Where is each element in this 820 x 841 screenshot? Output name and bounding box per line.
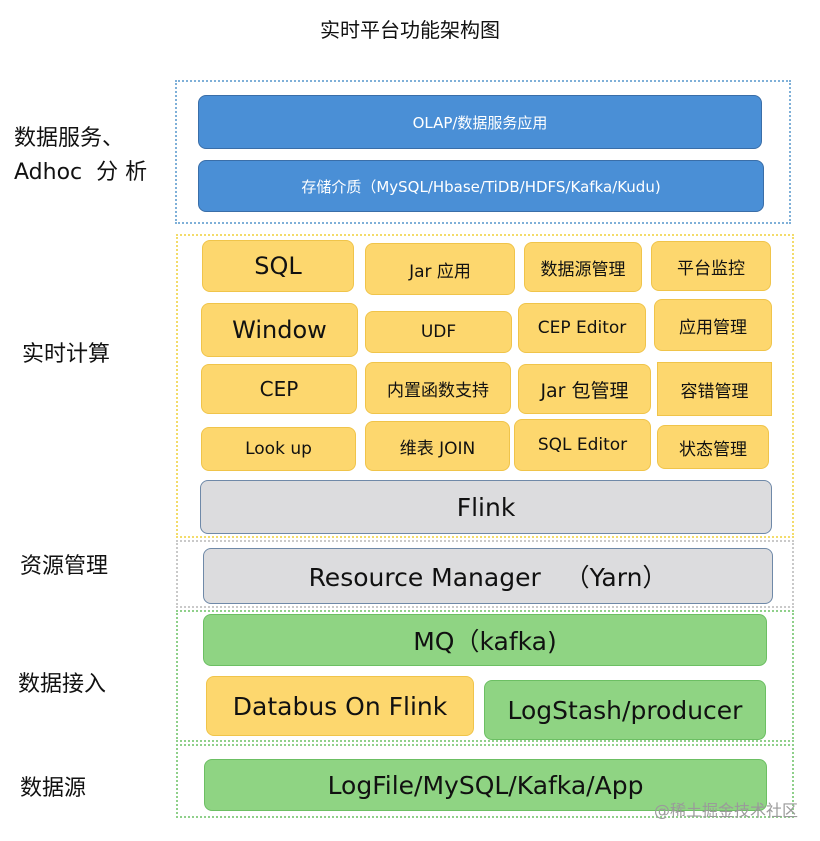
jar-package-mgmt-box: Jar 包管理	[518, 364, 651, 414]
logstash-producer-box: LogStash/producer	[484, 680, 766, 740]
olap-service-box: OLAP/数据服务应用	[198, 95, 762, 149]
flink-engine-box: Flink	[200, 480, 772, 534]
sql-box: SQL	[202, 240, 354, 292]
diagram-title: 实时平台功能架构图	[320, 18, 500, 42]
side-label-data-service-line2: Adhoc 分 析	[14, 160, 148, 186]
service-layer-frame	[175, 80, 791, 224]
side-label-realtime-compute: 实时计算	[22, 342, 111, 367]
databus-on-flink-box: Databus On Flink	[206, 676, 474, 736]
side-label-data-source: 数据源	[20, 776, 87, 801]
datasource-mgmt-box: 数据源管理	[524, 242, 642, 292]
app-mgmt-box: 应用管理	[654, 299, 772, 351]
cep-editor-box: CEP Editor	[518, 303, 646, 353]
mq-kafka-box: MQ（kafka)	[203, 614, 767, 666]
lookup-box: Look up	[201, 427, 356, 471]
builtin-function-box: 内置函数支持	[365, 362, 511, 414]
side-label-data-service: 数据服务、 Adhoc 分 析	[14, 122, 147, 190]
jar-app-box: Jar 应用	[365, 243, 515, 295]
resource-layer-frame	[176, 540, 794, 608]
side-label-data-ingest: 数据接入	[18, 672, 107, 697]
side-label-resource-mgmt: 资源管理	[20, 554, 109, 579]
platform-monitor-box: 平台监控	[651, 241, 771, 291]
fault-tolerance-mgmt-box: 容错管理	[657, 362, 772, 416]
source-layer-frame	[176, 744, 794, 818]
data-sources-box: LogFile/MySQL/Kafka/App	[204, 759, 767, 811]
watermark-text: @稀土掘金技术社区	[653, 801, 798, 820]
window-box: Window	[201, 303, 358, 357]
sql-editor-box: SQL Editor	[514, 419, 651, 471]
compute-layer-frame	[176, 234, 794, 538]
state-mgmt-box: 状态管理	[657, 425, 769, 469]
resource-manager-box: Resource Manager （Yarn）	[203, 548, 773, 604]
udf-box: UDF	[365, 311, 512, 353]
cep-box: CEP	[201, 364, 357, 414]
side-label-data-service-line1: 数据服务、	[14, 126, 125, 151]
storage-media-box: 存储介质（MySQL/Hbase/TiDB/HDFS/Kafka/Kudu)	[198, 160, 764, 212]
dimension-join-box: 维表 JOIN	[365, 421, 510, 471]
ingest-layer-frame	[176, 610, 794, 742]
